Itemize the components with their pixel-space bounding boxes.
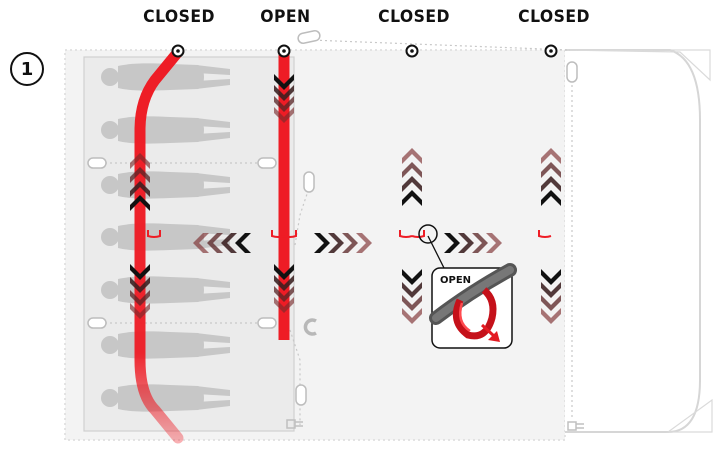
air-flow-arrows bbox=[130, 74, 561, 324]
flow-chevron bbox=[130, 303, 150, 319]
flow-chevron bbox=[541, 295, 561, 311]
flow-chevron bbox=[193, 233, 209, 253]
flow-chevron bbox=[274, 96, 294, 112]
junction-fittings bbox=[147, 230, 552, 238]
pegging-point-icon bbox=[87, 30, 578, 406]
flow-chevron bbox=[274, 85, 294, 101]
valve-status-label-3: CLOSED bbox=[378, 7, 450, 27]
flow-chevron bbox=[444, 233, 460, 253]
flow-chevron bbox=[274, 275, 294, 291]
flow-chevron bbox=[328, 233, 344, 253]
flow-chevron bbox=[130, 290, 150, 306]
flow-chevron bbox=[274, 264, 294, 280]
flow-chevron bbox=[458, 233, 474, 253]
flow-chevron bbox=[402, 176, 422, 192]
flow-chevron bbox=[541, 282, 561, 298]
valve-status-label-4: CLOSED bbox=[518, 7, 590, 27]
flow-chevron bbox=[274, 297, 294, 313]
flow-chevron bbox=[130, 277, 150, 293]
flow-chevron bbox=[402, 148, 422, 164]
flow-chevron bbox=[130, 195, 150, 211]
flow-chevron bbox=[541, 148, 561, 164]
flow-chevron bbox=[130, 181, 150, 197]
flow-chevron bbox=[314, 233, 330, 253]
flow-chevron bbox=[342, 233, 358, 253]
flow-chevron bbox=[130, 264, 150, 280]
flow-chevron bbox=[356, 233, 372, 253]
flow-chevron bbox=[274, 74, 294, 90]
flow-chevron bbox=[541, 176, 561, 192]
flow-chevron bbox=[130, 153, 150, 169]
inset-open-label: OPEN bbox=[440, 275, 472, 286]
flow-chevron bbox=[207, 233, 223, 253]
flow-chevron bbox=[130, 167, 150, 183]
flow-chevron bbox=[486, 233, 502, 253]
power-plug-icon bbox=[286, 419, 584, 431]
step-number-badge: 1 bbox=[10, 52, 44, 86]
flow-chevron bbox=[541, 162, 561, 178]
flow-chevron bbox=[274, 107, 294, 123]
magnet-icon bbox=[303, 318, 317, 336]
flow-chevron bbox=[402, 190, 422, 206]
flow-chevron bbox=[235, 233, 251, 253]
valve-status-label-2: OPEN bbox=[260, 7, 311, 27]
valve-clip-open-icon bbox=[418, 224, 517, 349]
flow-chevron bbox=[402, 269, 422, 285]
flow-chevron bbox=[402, 308, 422, 324]
flow-chevron bbox=[221, 233, 237, 253]
flow-chevron bbox=[402, 295, 422, 311]
tube-beam-1 bbox=[134, 46, 184, 444]
flow-chevron bbox=[541, 269, 561, 285]
flow-chevron bbox=[402, 282, 422, 298]
vestibule-outline bbox=[565, 49, 701, 433]
flow-chevron bbox=[541, 190, 561, 206]
flow-chevron bbox=[402, 162, 422, 178]
valve-status-label-1: CLOSED bbox=[143, 7, 215, 27]
flow-chevron bbox=[541, 308, 561, 324]
step-number: 1 bbox=[20, 58, 34, 80]
flow-chevron bbox=[274, 286, 294, 302]
flow-chevron bbox=[472, 233, 488, 253]
